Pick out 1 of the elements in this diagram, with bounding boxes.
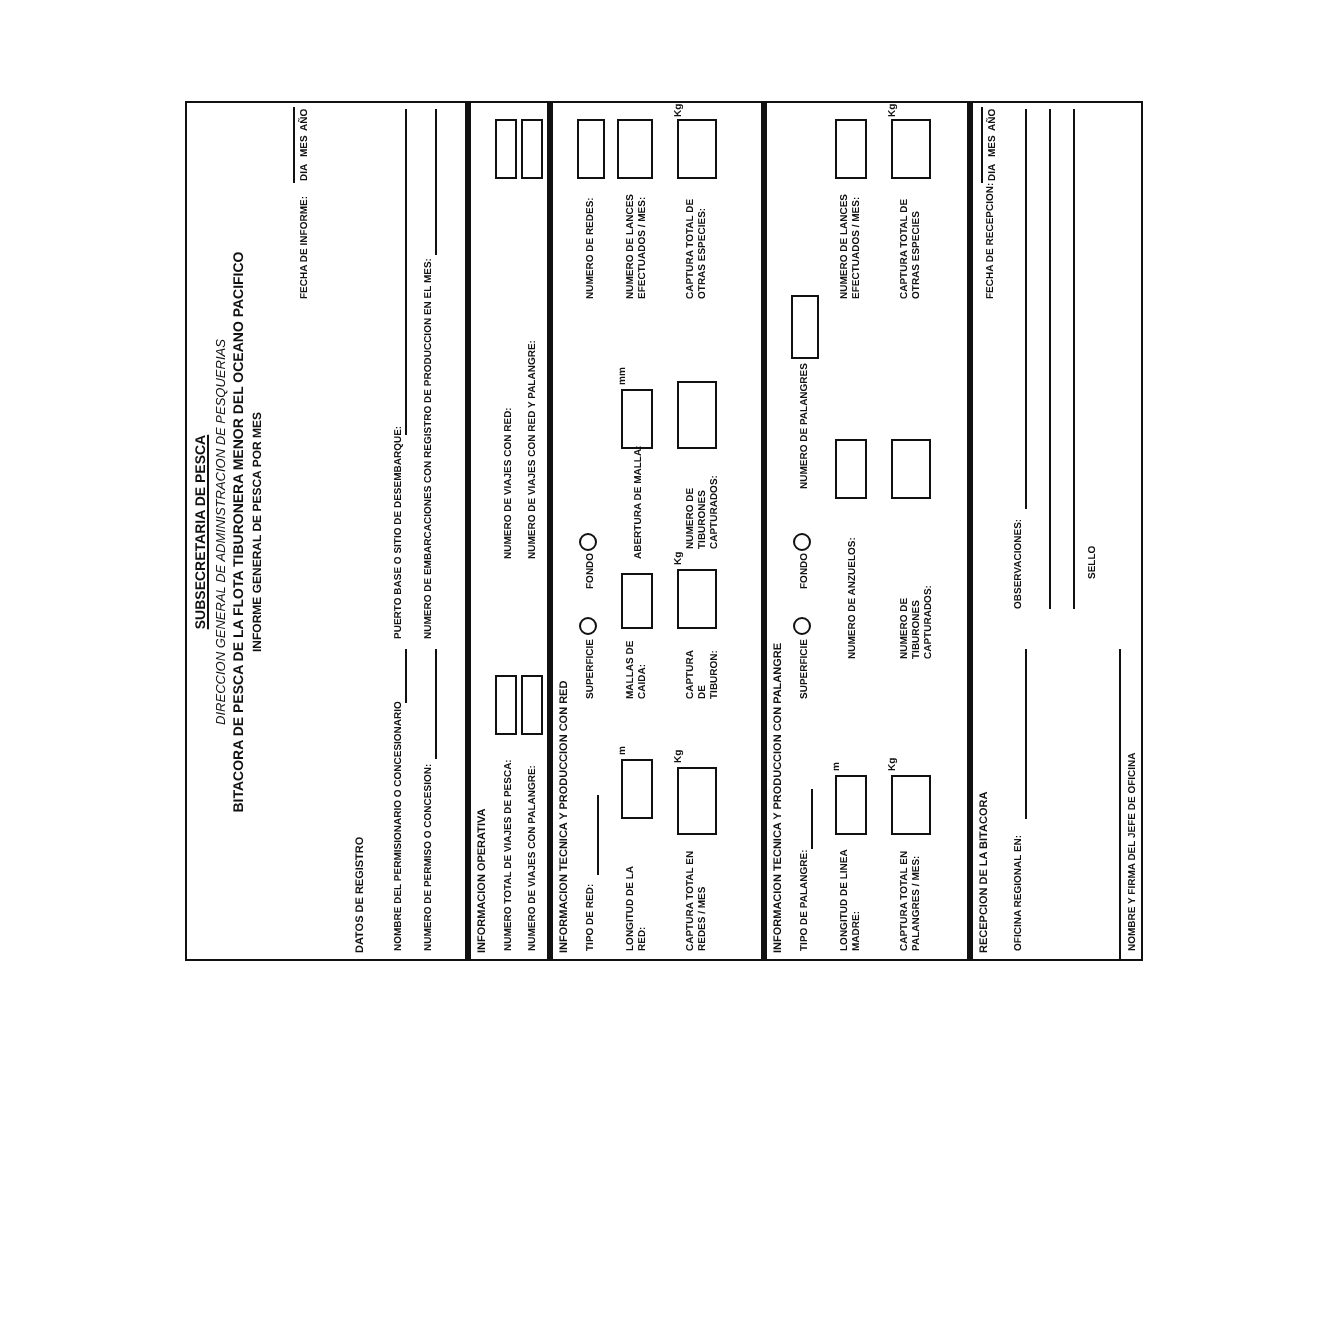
- form-section: [465, 102, 547, 958]
